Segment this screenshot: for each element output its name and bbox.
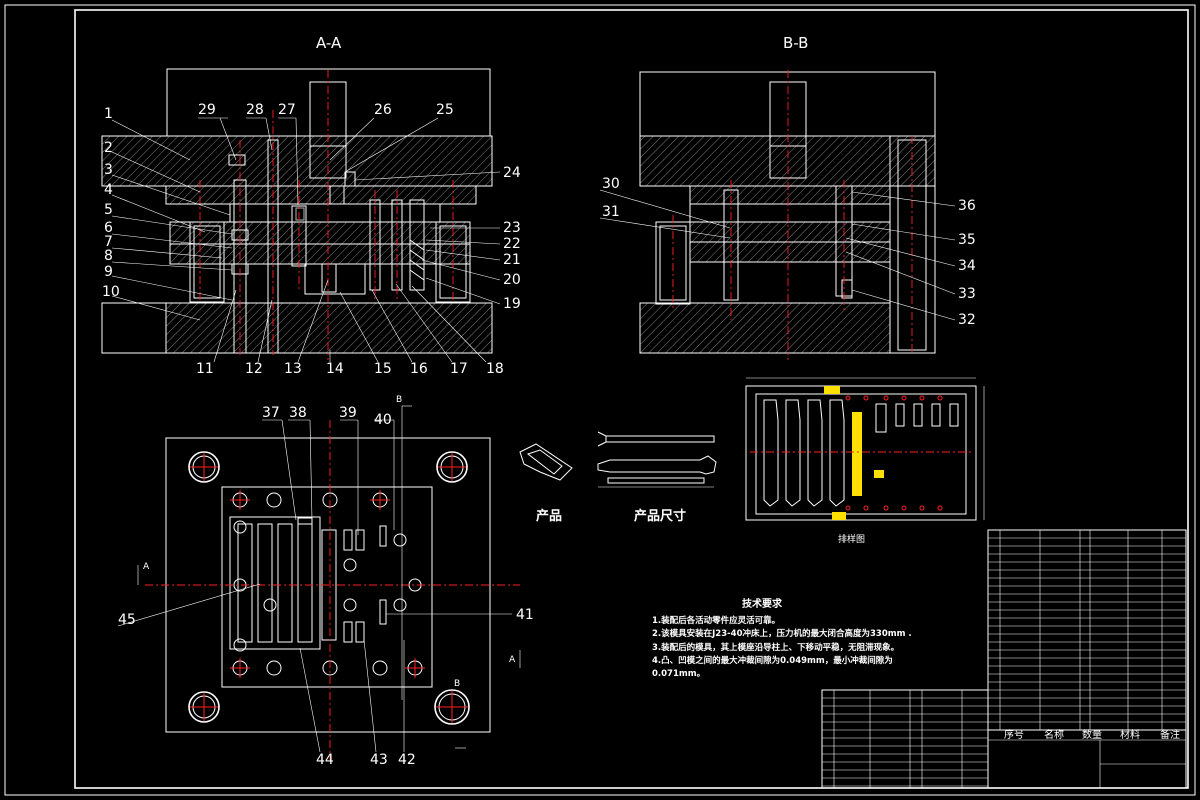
callout-32: 32 — [958, 312, 976, 328]
section-mark-a-right: A — [509, 655, 516, 665]
center-lines-aa — [199, 70, 454, 360]
callout-10: 10 — [102, 284, 120, 300]
bom-header-seq: 序号 — [1004, 728, 1024, 741]
callout-17: 17 — [450, 361, 468, 377]
callout-42: 42 — [398, 752, 416, 768]
callout-41: 41 — [516, 607, 534, 623]
callout-34: 34 — [958, 258, 976, 274]
callout-20: 20 — [503, 272, 521, 288]
leaders-plan — [117, 419, 512, 753]
callout-19: 19 — [503, 296, 521, 312]
section-bb-view: B-B — [599, 34, 976, 360]
section-bb-title: B-B — [783, 34, 808, 52]
product-dims-label: 产品尺寸 — [634, 508, 686, 524]
section-mark-b-top: B — [396, 395, 402, 405]
callout-1: 1 — [104, 106, 113, 122]
callout-30: 30 — [602, 176, 620, 192]
callout-37: 37 — [262, 405, 280, 421]
callout-15: 15 — [374, 361, 392, 377]
callout-39: 39 — [339, 405, 357, 421]
callout-13: 13 — [284, 361, 302, 377]
center-lines-bb — [672, 70, 913, 360]
technical-requirements: 技术要求 1.装配后各活动零件应灵活可靠。 2.该模具安装在J23-40冲床上，… — [652, 597, 912, 679]
section-aa-title: A-A — [316, 34, 342, 52]
callout-21: 21 — [503, 252, 521, 268]
callout-31: 31 — [602, 204, 620, 220]
callout-43: 43 — [370, 752, 388, 768]
callout-29: 29 — [198, 102, 216, 118]
callout-25: 25 — [436, 102, 454, 118]
center-lines-plan — [145, 420, 520, 760]
strip-layout-view: 排样图 — [745, 377, 985, 545]
callout-2: 2 — [104, 140, 113, 156]
section-aa-view: A-A — [101, 34, 521, 377]
callout-6: 6 — [104, 220, 113, 236]
product-view: 产品 产品尺寸 — [519, 431, 717, 524]
callout-27: 27 — [278, 102, 296, 118]
strip-parts — [763, 386, 959, 520]
section-cut-lines: A A B B — [137, 395, 521, 749]
section-mark-b-bottom: B — [454, 679, 460, 689]
product-label: 产品 — [536, 508, 562, 524]
callout-11: 11 — [196, 361, 214, 377]
bom-header-material: 材料 — [1120, 728, 1140, 741]
callout-33: 33 — [958, 286, 976, 302]
drawing-border — [4, 4, 1196, 796]
tech-line-4: 4.凸、凹模之间的最大冲裁间隙为0.049mm，最小冲裁间隙为 — [652, 655, 893, 666]
tech-title: 技术要求 — [742, 597, 783, 610]
callout-16: 16 — [410, 361, 428, 377]
callout-36: 36 — [958, 198, 976, 214]
bom-header-name: 名称 — [1044, 728, 1064, 741]
callout-28: 28 — [246, 102, 264, 118]
callout-3: 3 — [104, 162, 113, 178]
callout-8: 8 — [104, 248, 113, 264]
callout-7: 7 — [104, 234, 113, 250]
leaders-bb — [599, 189, 956, 321]
callout-18: 18 — [486, 361, 504, 377]
callout-24: 24 — [503, 165, 521, 181]
callout-22: 22 — [503, 236, 521, 252]
tech-line-1: 1.装配后各活动零件应灵活可靠。 — [652, 615, 780, 626]
callout-44: 44 — [316, 752, 334, 768]
callout-26: 26 — [374, 102, 392, 118]
strip-layout-caption: 排样图 — [838, 533, 865, 545]
strip-pilot-marks — [845, 395, 943, 511]
callout-45: 45 — [118, 612, 136, 628]
callout-23: 23 — [503, 220, 521, 236]
callout-5: 5 — [104, 202, 113, 218]
callout-40: 40 — [374, 412, 392, 428]
callout-35: 35 — [958, 232, 976, 248]
tech-line-3: 3.装配后的模具，其上模座沿导柱上、下移动平稳，无阻滞现象。 — [652, 642, 899, 653]
bom-header-remark: 备注 — [1160, 728, 1180, 741]
callout-12: 12 — [245, 361, 263, 377]
callout-38: 38 — [289, 405, 307, 421]
callouts-bb: 30 31 36 35 34 33 32 — [602, 176, 976, 328]
callout-9: 9 — [104, 264, 113, 280]
tech-line-2: 2.该模具安装在J23-40冲床上，压力机的最大闭合高度为330mm . — [652, 628, 912, 639]
callout-4: 4 — [104, 182, 113, 198]
title-block: 序号 名称 数量 材料 备注 — [821, 529, 1187, 789]
bom-header-qty: 数量 — [1082, 728, 1102, 741]
tech-line-5: 0.071mm。 — [652, 669, 705, 679]
plan-view: A A B B 37 38 39 40 45 41 4 — [117, 395, 534, 768]
leaders-aa — [111, 117, 501, 363]
callouts-aa: 1 2 3 4 5 6 7 8 9 10 29 28 27 26 25 24 2… — [102, 102, 521, 377]
section-mark-a-left: A — [143, 562, 150, 572]
callouts-plan: 37 38 39 40 45 41 44 43 42 — [118, 405, 534, 768]
callout-14: 14 — [326, 361, 344, 377]
